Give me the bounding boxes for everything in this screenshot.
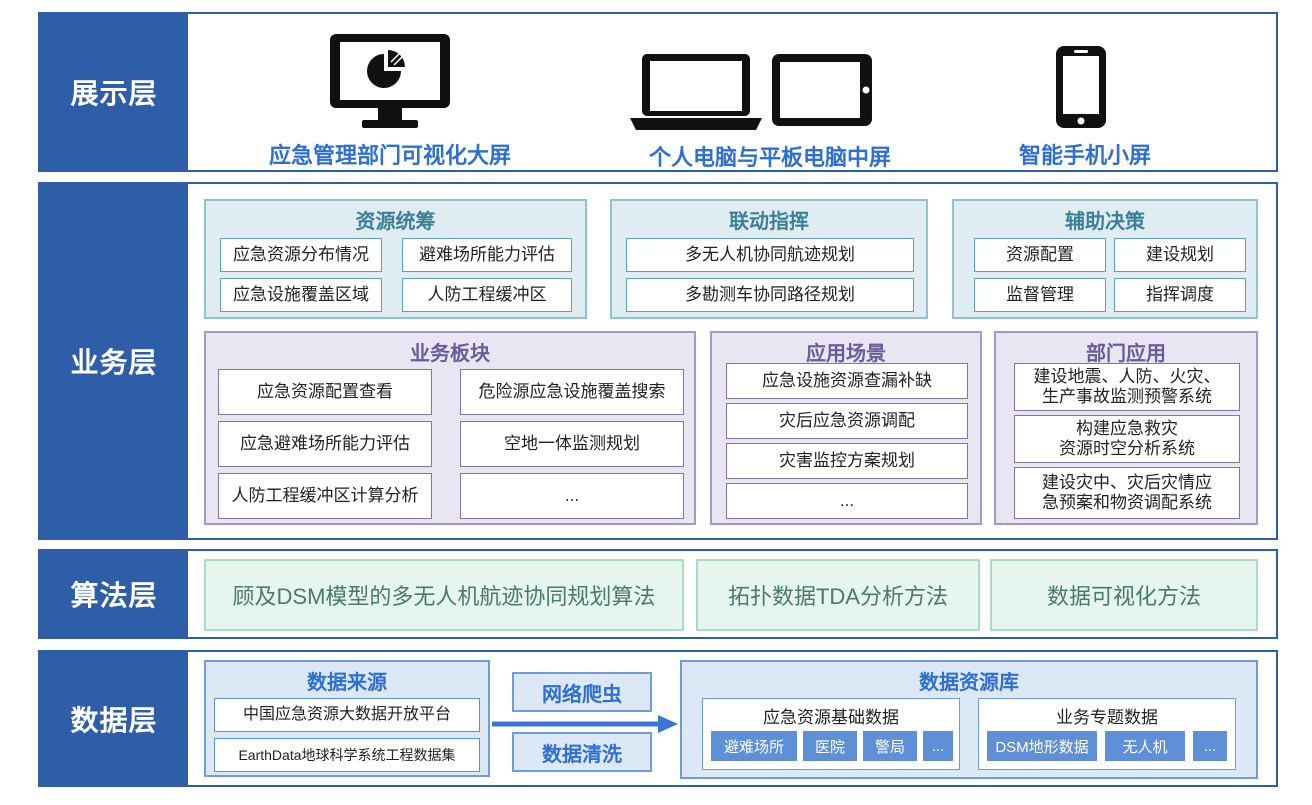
- department-item: 建设地震、人防、火灾、 生产事故监测预警系统: [1014, 363, 1240, 411]
- module-item: 空地一体监测规划: [460, 421, 684, 467]
- resource-coordination-group: 资源统筹 应急资源分布情况 避难场所能力评估 应急设施覆盖区域 人防工程缓冲区: [204, 199, 587, 319]
- decision-item: 资源配置: [974, 238, 1106, 272]
- resource-item: 应急设施覆盖区域: [220, 278, 382, 312]
- joint-command-group: 联动指挥 多无人机协同航迹规划 多勘测车协同路径规划: [610, 199, 928, 319]
- monitor-pie-chart-icon: [330, 34, 450, 128]
- scenario-item: 应急设施资源查漏补缺: [726, 363, 968, 399]
- smartphone-icon: [1056, 46, 1106, 128]
- department-item-line: 构建应急救灾: [1076, 419, 1178, 439]
- chip-hospital: 医院: [803, 731, 857, 761]
- module-item-more: ...: [460, 473, 684, 519]
- decision-item: 监督管理: [974, 278, 1106, 312]
- department-item-line: 生产事故监测预警系统: [1042, 387, 1212, 406]
- algorithm-item: 数据可视化方法: [990, 559, 1258, 631]
- display-caption-large: 应急管理部门可视化大屏: [268, 143, 511, 168]
- command-item: 多无人机协同航迹规划: [626, 238, 914, 272]
- data-cleaning-box: 数据清洗: [512, 732, 652, 772]
- basic-data-title: 应急资源基础数据: [763, 708, 899, 727]
- business-modules-group: 业务板块 应急资源配置查看 危险源应急设施覆盖搜索 应急避难场所能力评估 空地一…: [204, 331, 696, 525]
- algorithm-layer-label: 算法层: [40, 551, 188, 637]
- department-item: 建设灾中、灾后灾情应 急预案和物资调配系统: [1014, 467, 1240, 519]
- data-sources-group: 数据来源 中国应急资源大数据开放平台 EarthData地球科学系统工程数据集: [204, 660, 490, 777]
- module-item: 应急资源配置查看: [218, 369, 432, 415]
- scenario-item-more: ...: [726, 483, 968, 519]
- application-scenarios-group: 应用场景 应急设施资源查漏补缺 灾后应急资源调配 灾害监控方案规划 ...: [710, 331, 982, 525]
- data-repository-title: 数据资源库: [919, 672, 1019, 694]
- department-item-line: 急预案和物资调配系统: [1042, 493, 1212, 512]
- decision-item: 建设规划: [1114, 238, 1246, 272]
- display-caption-medium: 个人电脑与平板电脑中屏: [648, 145, 891, 170]
- laptop-tablet-icon: [630, 54, 872, 130]
- display-layer: 展示层 应急管理部门可视化大屏 个人电脑与平板电脑中屏 智能手机小屏: [38, 12, 1278, 172]
- chip-shelter: 避难场所: [711, 731, 797, 761]
- department-item-line: 建设地震、人防、火灾、: [1033, 367, 1221, 387]
- business-modules-title: 业务板块: [410, 343, 490, 365]
- decision-support-title: 辅助决策: [1065, 211, 1145, 233]
- module-item: 人防工程缓冲区计算分析: [218, 473, 432, 519]
- module-item: 应急避难场所能力评估: [218, 421, 432, 467]
- chip-uav: 无人机: [1105, 731, 1185, 761]
- topic-data-box: 业务专题数据 DSM地形数据 无人机 ...: [978, 698, 1236, 770]
- display-caption-small: 智能手机小屏: [1018, 143, 1151, 168]
- data-layer: 数据层 数据来源 中国应急资源大数据开放平台 EarthData地球科学系统工程…: [38, 650, 1278, 787]
- algorithm-item: 拓扑数据TDA分析方法: [696, 559, 980, 631]
- data-repository-group: 数据资源库 应急资源基础数据 避难场所 医院 警局 ... 业务专题数据 DSM…: [680, 660, 1258, 779]
- web-crawler-box: 网络爬虫: [512, 672, 652, 712]
- module-item: 危险源应急设施覆盖搜索: [460, 369, 684, 415]
- chip-more: ...: [1193, 731, 1227, 761]
- application-scenarios-title: 应用场景: [806, 343, 886, 365]
- scenario-item: 灾后应急资源调配: [726, 403, 968, 439]
- command-item: 多勘测车协同路径规划: [626, 278, 914, 312]
- basic-data-box: 应急资源基础数据 避难场所 医院 警局 ...: [702, 698, 960, 770]
- data-flow-arrow-icon: [492, 715, 678, 733]
- chip-dsm-terrain: DSM地形数据: [987, 731, 1097, 761]
- chip-more: ...: [923, 731, 953, 761]
- display-layer-label: 展示层: [40, 14, 188, 170]
- joint-command-title: 联动指挥: [729, 211, 809, 233]
- algorithm-layer: 算法层 顾及DSM模型的多无人机航迹协同规划算法 拓扑数据TDA分析方法 数据可…: [38, 549, 1278, 639]
- resource-item: 应急资源分布情况: [220, 238, 382, 272]
- department-applications-title: 部门应用: [1086, 343, 1166, 365]
- data-sources-title: 数据来源: [307, 672, 387, 694]
- scenario-item: 灾害监控方案规划: [726, 443, 968, 479]
- department-applications-group: 部门应用 建设地震、人防、火灾、 生产事故监测预警系统 构建应急救灾 资源时空分…: [994, 331, 1258, 525]
- data-source-item: EarthData地球科学系统工程数据集: [214, 738, 480, 772]
- department-item: 构建应急救灾 资源时空分析系统: [1014, 415, 1240, 463]
- department-item-line: 资源时空分析系统: [1059, 439, 1195, 458]
- data-layer-label: 数据层: [40, 652, 188, 785]
- algorithm-item: 顾及DSM模型的多无人机航迹协同规划算法: [204, 559, 684, 631]
- department-item-line: 建设灾中、灾后灾情应: [1042, 473, 1212, 493]
- decision-item: 指挥调度: [1114, 278, 1246, 312]
- resource-coordination-title: 资源统筹: [355, 211, 436, 233]
- decision-support-group: 辅助决策 资源配置 建设规划 监督管理 指挥调度: [952, 199, 1258, 319]
- business-layer: 业务层 资源统筹 应急资源分布情况 避难场所能力评估 应急设施覆盖区域 人防工程…: [38, 182, 1278, 540]
- chip-police: 警局: [863, 731, 917, 761]
- resource-item: 避难场所能力评估: [402, 238, 572, 272]
- resource-item: 人防工程缓冲区: [402, 278, 572, 312]
- business-layer-label: 业务层: [40, 184, 188, 538]
- data-source-item: 中国应急资源大数据开放平台: [214, 698, 480, 732]
- topic-data-title: 业务专题数据: [1056, 708, 1158, 727]
